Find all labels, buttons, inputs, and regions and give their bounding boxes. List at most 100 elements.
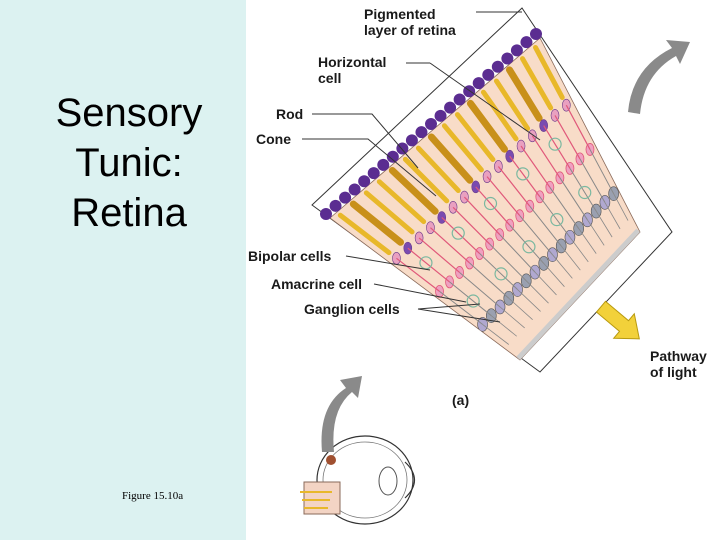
neuron-process — [475, 186, 511, 226]
pigment-cell — [405, 134, 418, 147]
nerve-fiber — [595, 210, 613, 238]
nerve-fiber — [543, 263, 565, 287]
neuron-process — [486, 176, 521, 217]
neuron-process — [589, 149, 615, 194]
cone-cell — [505, 66, 543, 122]
pigment-cell — [482, 68, 495, 81]
neuron-process — [559, 177, 588, 221]
neuron-process — [441, 217, 481, 254]
nerve-fiber — [482, 324, 510, 345]
neuron-process — [469, 262, 510, 299]
retina-diagram: Pigmented layer of retina Horizontal cel… — [246, 0, 720, 540]
pigmented-layer-label: Pigmented layer of retina — [364, 6, 456, 38]
rod-cell — [402, 156, 450, 204]
nerve-fiber — [578, 228, 597, 254]
leader-lines — [302, 11, 541, 323]
neuron-process — [439, 290, 483, 325]
title-line-2: Tunic: — [75, 141, 183, 185]
pigment-cell — [320, 208, 332, 220]
pigment-cell — [510, 44, 523, 57]
nerve-fiber — [613, 193, 629, 221]
neuron-process — [543, 125, 571, 169]
nerve-fiber — [604, 202, 621, 230]
nerve-fiber — [517, 289, 541, 312]
rod-cell — [363, 190, 415, 235]
pigment-cell — [444, 101, 457, 114]
neuron-process — [407, 247, 450, 283]
pigment-cell — [501, 52, 514, 65]
neuron-process — [497, 166, 531, 207]
horizontal-cell — [451, 226, 465, 240]
amacrine-cell — [550, 213, 564, 227]
pigment-cell — [434, 109, 447, 122]
neuron-process — [549, 186, 580, 229]
rod-cell — [337, 212, 392, 256]
neuron-process — [509, 155, 541, 198]
neuron-process — [531, 135, 561, 179]
rod-cell — [480, 89, 519, 142]
curved-arrow-icon — [321, 376, 362, 452]
nerve-fiber — [587, 219, 605, 246]
pigment-cell — [367, 167, 380, 180]
neuron-process — [569, 168, 597, 212]
pigment-cell — [358, 175, 371, 188]
rod-cell — [441, 123, 484, 173]
rod-cell — [415, 145, 461, 194]
nerve-fiber — [552, 254, 573, 279]
rod-cell — [493, 78, 531, 132]
nerve-fiber — [569, 237, 589, 263]
neuron-process — [452, 206, 491, 245]
cone-cell — [466, 99, 508, 153]
nerve-fiber — [534, 271, 557, 296]
horizontal-cell — [548, 137, 562, 151]
rod-label: Rod — [276, 106, 304, 122]
amacrine-cell-label: Amacrine cell — [271, 276, 363, 292]
neuron-process — [479, 253, 518, 290]
nerve-fiber — [560, 245, 581, 271]
optic-fiber-band — [516, 228, 640, 360]
pathway-of-light-label: Pathway of light — [650, 348, 707, 380]
horizontal-cell — [419, 256, 433, 270]
neuron-process — [519, 215, 553, 256]
pigment-cell — [491, 60, 504, 73]
bipolar-cells-label: Bipolar cells — [248, 248, 332, 264]
horizontal-cell — [483, 196, 498, 211]
pigment-cell — [415, 126, 428, 139]
nerve-fiber — [491, 315, 517, 337]
cone-cell — [388, 167, 439, 215]
side-panel — [0, 0, 246, 540]
cone-cell — [427, 133, 474, 184]
pathway-arrow-icon — [595, 300, 640, 340]
amacrine-cell — [578, 185, 592, 200]
slide-title: Sensory Tunic: Retina — [0, 88, 258, 238]
rod-cell — [532, 44, 565, 100]
horizontal-cell-label: Horizontal cell — [318, 54, 387, 86]
figure-caption: Figure 15.10a — [122, 490, 184, 502]
retina-diagram-svg — [300, 7, 690, 525]
neuron-process — [529, 205, 562, 247]
pigment-cell — [425, 118, 437, 130]
neuron-process — [520, 145, 551, 188]
neuron-process — [499, 234, 536, 273]
pigment-cell — [520, 36, 533, 49]
neuron-process — [509, 224, 545, 264]
amacrine-cell — [522, 240, 536, 254]
neuron-process — [565, 104, 591, 150]
rod-cell — [519, 56, 554, 111]
neuron-process — [418, 237, 460, 273]
amacrine-cell — [494, 267, 508, 281]
neuron-process — [579, 158, 606, 203]
eye-cross-section-icon — [300, 435, 416, 525]
rod-cell — [376, 179, 427, 225]
pigment-cell — [453, 93, 466, 106]
nerve-fiber-layer — [482, 193, 640, 360]
pigment-cell — [348, 183, 361, 196]
cone-label: Cone — [256, 131, 291, 147]
neuron-process — [489, 243, 527, 282]
neuron-process — [430, 227, 471, 264]
neuron-process — [396, 257, 440, 292]
neuron-process — [449, 281, 492, 317]
rod-cell — [454, 112, 496, 163]
nerve-fiber — [508, 297, 533, 321]
cone-cell — [349, 200, 405, 246]
